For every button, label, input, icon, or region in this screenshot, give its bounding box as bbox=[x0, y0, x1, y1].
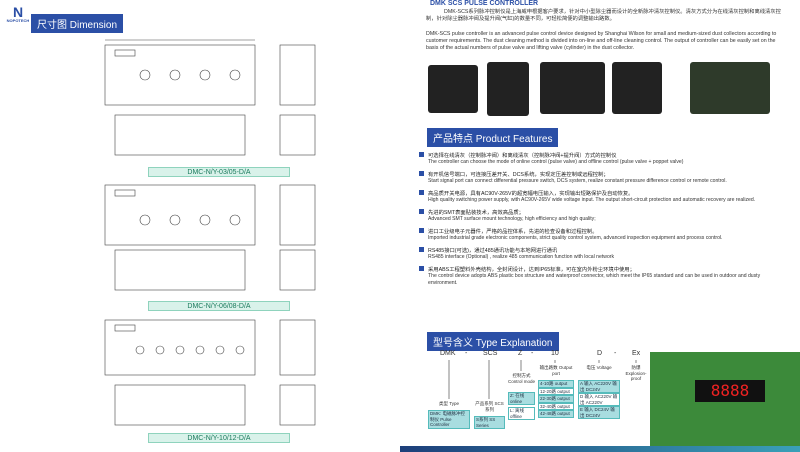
output-box: 42-48路 output bbox=[538, 410, 574, 418]
voltage-box: A 输入 AC220V 输出 DC24V bbox=[578, 380, 620, 393]
feature-en: The controller can choose the mode of on… bbox=[428, 159, 684, 165]
feature-en: Advanced SMT surface mount technology, h… bbox=[428, 216, 596, 222]
product-photo bbox=[487, 62, 529, 116]
code-part: - bbox=[531, 350, 534, 357]
page-header: DMK SCS PULSE CONTROLLER bbox=[430, 0, 539, 7]
type-title: 型号含义 Type Explanation bbox=[427, 332, 559, 351]
feature-cn: 先进的SMT表面贴装技术，高效高品质； bbox=[419, 208, 788, 216]
feature-cn: RS485接口(可选)，通过485通讯功能与本地网进行通讯 bbox=[419, 246, 788, 254]
series-label: 产品系列 SCS系列 bbox=[475, 401, 504, 412]
product-photo bbox=[428, 65, 478, 113]
feature-item: 高品质开关电源，具有AC90V-265V的超宽幅电压输入，实现输出短路保护及自动… bbox=[419, 189, 788, 204]
circuit-board-photo: 8888 bbox=[650, 352, 800, 446]
feature-cn: 采用ABS工程塑料外壳结构，全封闭设计，达到IP65标准，可在室内外粉尘环境中使… bbox=[419, 265, 788, 273]
feature-cn: 有开机信号端口，可连接压差开关、DCS系统，实现定压差控制或远程控制； bbox=[419, 170, 788, 178]
led-display: 8888 bbox=[695, 380, 765, 402]
code-part: 10 bbox=[551, 350, 559, 357]
footer-strip bbox=[400, 446, 800, 452]
feature-item: 采用ABS工程塑料外壳结构，全封闭设计，达到IP65标准，可在室内外粉尘环境中使… bbox=[419, 265, 788, 287]
feature-item: 先进的SMT表面贴装技术，高效高品质；Advanced SMT surface … bbox=[419, 208, 788, 223]
product-photo bbox=[540, 62, 605, 114]
code-part: Z bbox=[518, 350, 523, 357]
feature-en: High quality switching power supply, wit… bbox=[428, 197, 756, 203]
output-boxes: 4-10路 output 12-20路 output 22-30路 output… bbox=[538, 380, 574, 418]
feature-cn: 高品质开关电源，具有AC90V-265V的超宽幅电压输入，实现输出短路保护及自动… bbox=[419, 189, 788, 197]
intro-cn: DMK-SCS系列脉冲控制仪是上海威申根据客户要求，针对中小型除尘器而设计的全新… bbox=[426, 9, 781, 22]
model-label: DMC-N/Y-03/05-D/A bbox=[148, 167, 290, 177]
type-label: 类型 Type bbox=[438, 401, 459, 406]
feature-cn: 进口工业级电子元器件，严格的品控体系，先进的检查设备和过程控制。 bbox=[419, 227, 788, 235]
intro-en: DMK-SCS pulse controller is an advanced … bbox=[426, 31, 777, 51]
control-box: L: 离线 offline bbox=[508, 407, 535, 420]
product-photo bbox=[612, 62, 662, 114]
feature-cn: 可选择在线清灰（控制脉冲阀）和离线清灰（控制脉冲阀+提升阀）方式的控制仪 bbox=[419, 151, 788, 159]
model-label: DMC-N/Y-06/08-D/A bbox=[148, 301, 290, 311]
code-lines bbox=[448, 360, 637, 399]
features-title: 产品特点 Product Features bbox=[427, 128, 559, 147]
product-photo bbox=[690, 62, 770, 114]
output-box: 12-20路 output bbox=[538, 387, 574, 395]
control-box: Z: 在线 online bbox=[508, 392, 535, 405]
output-box: 22-30路 output bbox=[538, 395, 574, 403]
code-part: DMK bbox=[440, 350, 456, 357]
code-part: Ex bbox=[632, 350, 641, 357]
voltage-boxes: A 输入 AC220V 输出 DC24V D 输入 AC220V 输出 AC22… bbox=[578, 380, 620, 419]
code-part: D bbox=[597, 350, 603, 357]
output-box: 4-10路 output bbox=[538, 380, 574, 388]
feature-item: 进口工业级电子元器件，严格的品控体系，先进的检查设备和过程控制。Imported… bbox=[419, 227, 788, 242]
dimension-title: 尺寸图 Dimension bbox=[31, 14, 124, 33]
type-box: DMK: 电磁脉冲控制仪 Pulse Controller bbox=[428, 410, 470, 429]
feature-item: 有开机信号端口，可连接压差开关、DCS系统，实现定压差控制或远程控制；Start… bbox=[419, 170, 788, 185]
voltage-label: 电压 Voltage bbox=[586, 365, 612, 370]
control-boxes: Z: 在线 online L: 离线 offline bbox=[508, 392, 535, 420]
output-box: 32-40路 output bbox=[538, 402, 574, 410]
feature-en: RS485 interface (Optional) , realize 485… bbox=[428, 254, 615, 260]
voltage-box: D 输入 AC220V 输出 AC220V bbox=[578, 393, 620, 406]
feature-en: Imported industrial grade electronic com… bbox=[428, 235, 723, 241]
control-label: 控制方式 Control mode bbox=[508, 373, 536, 384]
model-label: DMC-N/Y-10/12-D/A bbox=[148, 433, 290, 443]
code-part: - bbox=[614, 350, 617, 357]
code-part: SCS bbox=[483, 350, 498, 357]
voltage-box: E 输入 DC24V 输出 DC24V bbox=[578, 406, 620, 419]
code-part: - bbox=[465, 350, 468, 357]
feature-en: The control device adopts ABS plastic bo… bbox=[428, 273, 761, 286]
feature-en: Start signal port can connect differenti… bbox=[428, 178, 727, 184]
dimension-drawings bbox=[104, 39, 316, 426]
series-box: S系列 SS Series bbox=[474, 416, 505, 429]
ex-label: 防爆 Explosion-proof bbox=[625, 365, 647, 381]
output-label: 输出路数 Output port bbox=[539, 365, 573, 376]
